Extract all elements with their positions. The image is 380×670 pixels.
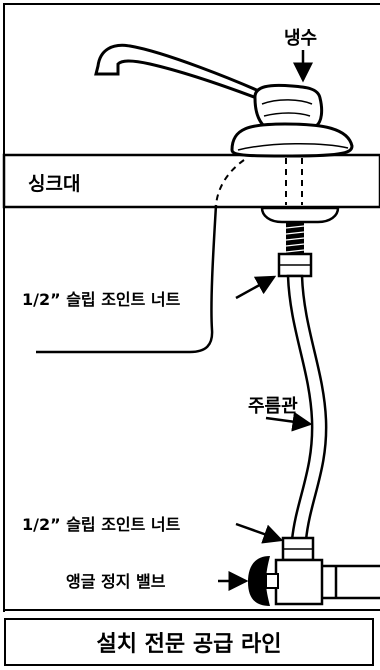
faucet-base-line <box>237 142 349 151</box>
label-slip-nut-bottom: 1/2” 슬립 조인트 너트 <box>22 515 181 534</box>
installation-diagram: 냉수 싱크대 1/2” 슬립 조인트 너트 주름관 1/2” 슬립 조인트 너트… <box>2 3 380 612</box>
arrow-flex-tube <box>265 411 313 432</box>
hidden-line-lower <box>36 204 218 354</box>
arrow-slip-nut-top <box>235 275 277 300</box>
label-cold-water: 냉수 <box>284 28 317 49</box>
countertop-slab <box>2 153 380 209</box>
shank-threads <box>285 225 305 253</box>
faucet-handle-detail <box>261 99 313 117</box>
label-countertop: 싱크대 <box>28 173 80 195</box>
mounting-nut <box>260 206 340 224</box>
faucet-handle <box>253 83 324 128</box>
arrow-slip-nut-bottom <box>235 522 284 544</box>
angle-valve-body <box>274 558 324 606</box>
label-flex-tube: 주름관 <box>248 396 298 417</box>
caption-box: 설치 전문 공급 라인 <box>4 618 374 666</box>
angle-valve-stem <box>265 573 279 589</box>
faucet-spout <box>94 43 274 102</box>
diagram-frame <box>3 3 380 612</box>
label-angle-valve: 앵글 정지 밸브 <box>66 572 166 591</box>
hidden-line-left <box>215 159 245 206</box>
label-slip-nut-top: 1/2” 슬립 조인트 너트 <box>22 290 181 309</box>
caption-text: 설치 전문 공급 라인 <box>96 632 282 657</box>
supply-pipe <box>322 564 380 600</box>
faucet-base <box>230 122 354 158</box>
angle-valve-handle <box>248 556 270 606</box>
